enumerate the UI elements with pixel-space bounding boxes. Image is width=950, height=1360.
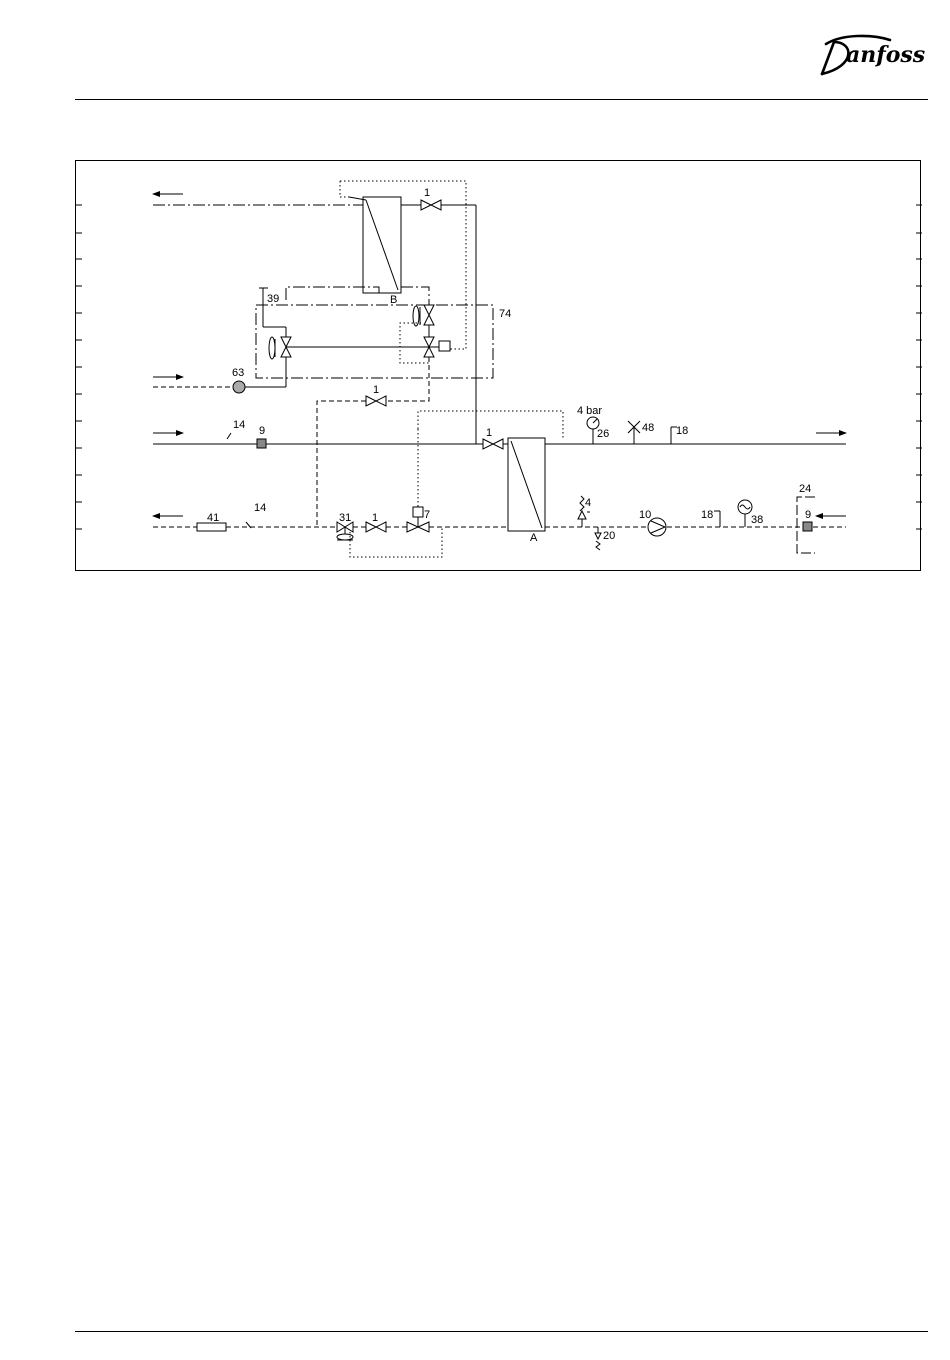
label-41: 41 bbox=[207, 512, 219, 524]
label-9-right: 9 bbox=[805, 509, 811, 521]
primary-supply-line bbox=[153, 433, 483, 444]
drain-valve-20 bbox=[595, 527, 601, 550]
label-valve-1-mid: 1 bbox=[373, 384, 379, 396]
shutoff-valve-top bbox=[421, 200, 441, 210]
label-14-top: 14 bbox=[233, 419, 245, 431]
footer-rule bbox=[75, 1331, 928, 1332]
label-26: 26 bbox=[597, 428, 609, 440]
label-24: 24 bbox=[799, 483, 811, 495]
label-7: 7 bbox=[424, 509, 430, 521]
meter-38 bbox=[738, 500, 752, 527]
sensor-18-bottom bbox=[714, 511, 720, 527]
control-valve-31 bbox=[337, 522, 353, 540]
label-10: 10 bbox=[639, 509, 651, 521]
diagram-frame: 1 B 39 74 63 1 14 9 1 4 bar 26 48 18 14 … bbox=[75, 160, 921, 571]
label-exchanger-b: B bbox=[390, 294, 397, 306]
frame-ticks bbox=[76, 205, 922, 529]
label-39: 39 bbox=[267, 293, 279, 305]
label-48: 48 bbox=[642, 422, 654, 434]
label-38: 38 bbox=[751, 514, 763, 526]
label-74: 74 bbox=[499, 308, 511, 320]
label-20: 20 bbox=[603, 530, 615, 542]
shutoff-valve-right bbox=[483, 439, 503, 449]
label-exchanger-a: A bbox=[530, 532, 538, 544]
label-valve-1-right: 1 bbox=[486, 427, 492, 439]
meter-41 bbox=[197, 523, 226, 531]
label-14-bottom: 14 bbox=[254, 502, 266, 514]
valve-cluster-right bbox=[413, 305, 450, 357]
label-valve-1-bottom: 1 bbox=[372, 512, 378, 524]
motor-valve-left bbox=[269, 337, 291, 359]
air-vent-48 bbox=[628, 421, 640, 444]
label-18-bottom: 18 bbox=[701, 509, 713, 521]
label-4: 4 bbox=[585, 497, 591, 509]
label-4bar: 4 bar bbox=[577, 405, 602, 417]
filter-9-right bbox=[803, 522, 812, 531]
heating-schematic: 1 B 39 74 63 1 14 9 1 4 bar 26 48 18 14 … bbox=[76, 161, 922, 572]
control-frame-74 bbox=[256, 305, 493, 378]
primary-return-line bbox=[153, 516, 846, 528]
secondary-supply-line bbox=[153, 194, 363, 205]
label-63: 63 bbox=[232, 367, 244, 379]
svg-text:anfoss: anfoss bbox=[846, 42, 925, 68]
strainer-63 bbox=[233, 381, 245, 393]
label-31: 31 bbox=[339, 512, 351, 524]
label-9-left: 9 bbox=[259, 425, 265, 437]
label-valve-1-top: 1 bbox=[424, 187, 430, 199]
filter-9-left bbox=[257, 439, 266, 448]
header-rule bbox=[75, 99, 928, 100]
danfoss-logo: anfoss bbox=[812, 28, 930, 80]
shutoff-valve-mid bbox=[366, 396, 386, 406]
label-18-top: 18 bbox=[676, 425, 688, 437]
